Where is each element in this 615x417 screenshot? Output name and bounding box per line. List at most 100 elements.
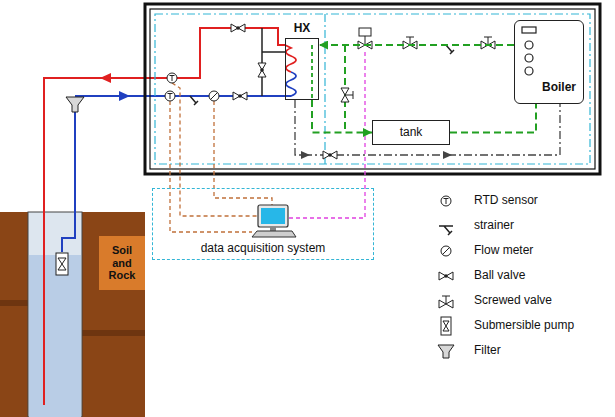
sensor-wire <box>214 101 272 205</box>
boiler-controls <box>525 41 533 49</box>
pump-symbol <box>441 317 451 335</box>
control-valve <box>365 36 366 45</box>
drain-line <box>295 100 560 155</box>
rtd-sensor <box>167 73 177 83</box>
boiler-controls <box>525 67 533 75</box>
ball-symbol <box>439 272 453 280</box>
drain-arrow <box>443 151 452 159</box>
node-label: data acquisition system <box>201 241 326 255</box>
ball-valve <box>231 24 245 32</box>
submersible-pump <box>58 258 66 270</box>
legend-symbol <box>432 265 466 287</box>
rtd-sensor <box>168 94 173 100</box>
computer-icon <box>252 231 296 237</box>
drain-arrow <box>301 151 452 159</box>
legend-symbol <box>441 246 451 256</box>
node-label: Soil and Rock <box>102 244 142 282</box>
legend: RTD sensorstrainerFlow meterBall valveSc… <box>432 188 610 363</box>
sensor-wire <box>170 83 272 232</box>
legend-symbol <box>439 272 453 280</box>
submersible-pump <box>56 253 68 275</box>
frame <box>324 14 325 164</box>
legend-row: Submersible pump <box>432 313 610 338</box>
water-pipe <box>319 44 514 46</box>
filter-symbol <box>438 345 454 358</box>
ball-valve <box>236 26 240 30</box>
legend-symbol <box>438 345 454 358</box>
legend-label: Flow meter <box>474 243 533 257</box>
hx-coil <box>311 45 313 100</box>
ground <box>0 212 145 417</box>
flow-meter <box>211 93 218 100</box>
boiler-box: Boiler <box>514 20 584 104</box>
legend-label: strainer <box>474 218 514 232</box>
control-wire <box>289 52 365 218</box>
heat-exchanger-box: HX <box>285 38 319 100</box>
hx-coil <box>285 45 312 100</box>
computer-icon <box>252 205 296 237</box>
node-label: HX <box>294 21 311 35</box>
screw-symbol <box>442 296 450 304</box>
ball-valve <box>258 63 266 77</box>
flow-symbol <box>441 246 451 256</box>
legend-symbol <box>441 317 451 335</box>
ball-symbol <box>444 274 448 278</box>
legend-symbol <box>432 315 466 337</box>
computer-icon <box>270 227 276 231</box>
rtd-sensor <box>170 76 175 82</box>
boiler-controls <box>522 27 536 33</box>
strainer-symbol <box>446 45 454 54</box>
rtd-sensor <box>165 91 175 101</box>
legend-symbol <box>432 240 466 262</box>
legend-symbol <box>439 226 453 235</box>
screwed-valve <box>345 91 353 99</box>
borehole <box>28 212 82 417</box>
ball-valve <box>323 151 337 159</box>
legend-symbol <box>432 215 466 237</box>
ground <box>82 330 145 336</box>
legend-symbol <box>439 296 453 308</box>
control-wire <box>289 52 365 218</box>
screwed-valve <box>341 88 353 102</box>
rtd-symbol <box>441 196 451 206</box>
drain-arrow <box>301 151 310 159</box>
legend-symbol <box>432 290 466 312</box>
strainer-symbol <box>446 45 454 54</box>
ball-valve <box>323 151 337 159</box>
flow-meter <box>209 91 219 101</box>
water-pipe <box>450 104 536 133</box>
cold-pipe <box>62 112 75 252</box>
water-pipe <box>312 100 372 133</box>
legend-row: RTD sensor <box>432 188 610 213</box>
ball-valve <box>233 92 247 100</box>
flow-meter <box>209 91 219 101</box>
sensor-wire <box>170 101 252 232</box>
hx-coil <box>285 72 296 96</box>
legend-label: Submersible pump <box>474 318 574 332</box>
control-valve <box>359 28 371 36</box>
soil-rock-box: Soil and Rock <box>99 236 145 290</box>
screwed-valve <box>403 37 417 49</box>
legend-symbol <box>432 340 466 362</box>
hot-pipe <box>44 28 285 405</box>
ball-valve <box>328 153 332 157</box>
boiler-controls <box>522 27 536 75</box>
pump-symbol <box>443 321 449 331</box>
bypass-pipe <box>262 28 285 96</box>
boiler-controls <box>525 54 533 62</box>
ball-valve <box>233 92 247 100</box>
ball-valve <box>231 24 245 32</box>
data-acquisition-region: data acquisition system <box>152 188 374 260</box>
ground <box>0 300 28 306</box>
strainer-symbol <box>190 96 198 105</box>
filter-symbol <box>66 97 84 112</box>
legend-row: Ball valve <box>432 263 610 288</box>
strainer-symbol <box>439 226 453 235</box>
tank-box: tank <box>372 120 450 145</box>
ball-valve <box>260 68 264 72</box>
frame <box>150 9 595 169</box>
borehole <box>28 212 82 417</box>
